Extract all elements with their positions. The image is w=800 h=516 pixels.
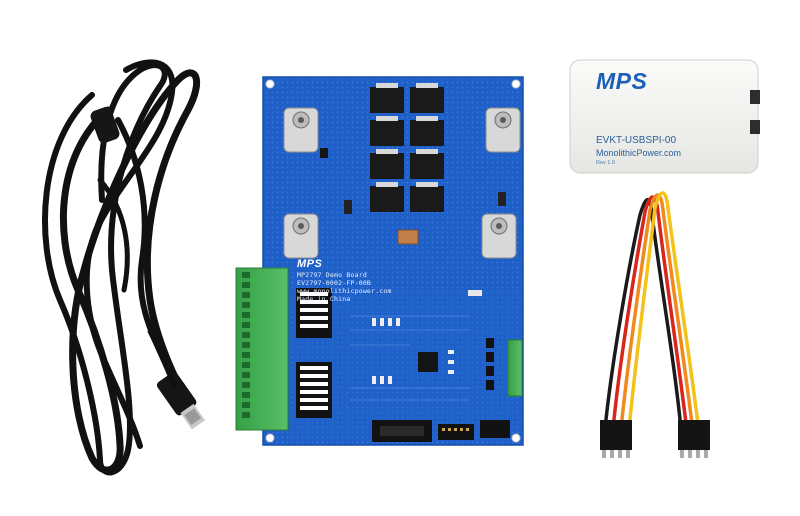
- usb-spi-dongle: [569, 59, 760, 174]
- dip-switch-lower: [296, 362, 332, 418]
- mosfet-array: [370, 83, 444, 212]
- jumper-connector-left: [600, 420, 632, 458]
- jumper-wires: [602, 191, 702, 442]
- power-terminal-left-top: [283, 107, 319, 153]
- ferrite-bead: [90, 106, 120, 144]
- dip-switch-upper: [296, 288, 332, 338]
- board-model-line: MP2797 Demo Board: [297, 271, 367, 279]
- dongle-rev: Rev 1.0: [596, 160, 615, 166]
- dongle-name: EVKT-USBSPI-00: [596, 135, 677, 146]
- power-terminal-left-bottom: [283, 213, 319, 259]
- pin-header-main: [372, 420, 432, 442]
- board-logo: MPS: [297, 258, 323, 270]
- dongle-logo: MPS: [596, 68, 648, 94]
- demo-board: [235, 76, 524, 446]
- board-website: www.monolithicpower.com: [297, 287, 392, 295]
- screw-terminal-block: [235, 267, 289, 431]
- dongle-site: MonolithicPower.com: [596, 148, 682, 158]
- power-terminal-right-bottom: [481, 213, 517, 259]
- power-terminal-right-top: [485, 107, 521, 153]
- board-origin: Made in China: [297, 295, 351, 303]
- board-part-number: EV2797-0002-FP-00B: [297, 279, 372, 287]
- usb-cable: [41, 59, 201, 476]
- jumper-connector-right: [678, 420, 710, 458]
- controller-ic: [418, 352, 438, 372]
- usb-plug: [156, 371, 205, 430]
- side-terminal: [507, 339, 523, 397]
- pin-header-small: [438, 424, 474, 440]
- pin-header-right: [480, 420, 510, 438]
